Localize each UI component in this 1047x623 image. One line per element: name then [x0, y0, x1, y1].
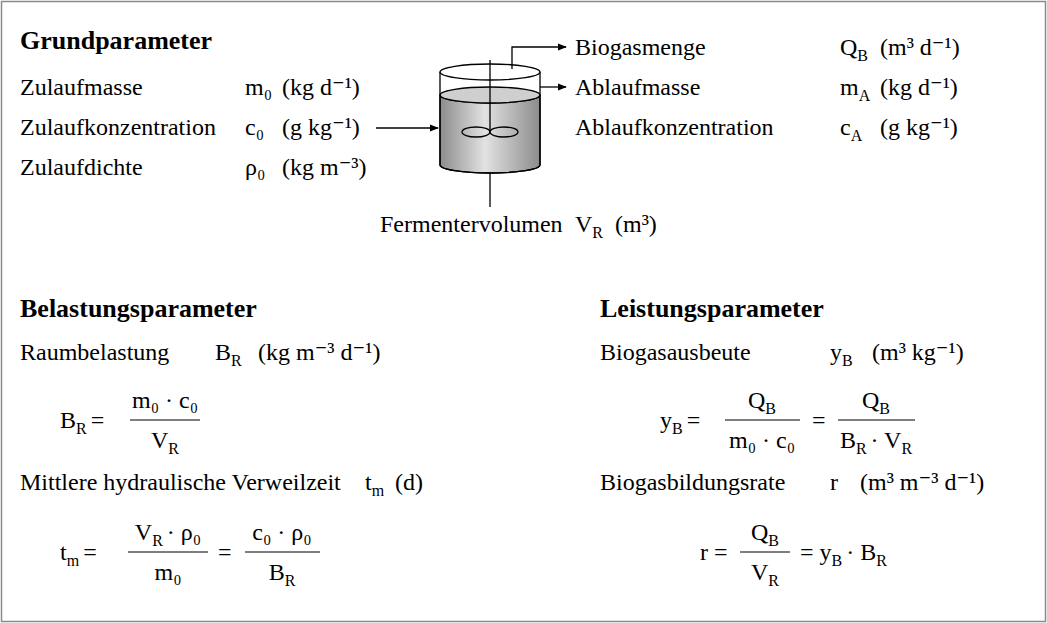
section-heading: Leistungsparameter — [600, 296, 824, 322]
subscript: B — [768, 533, 779, 549]
section-heading: Belastungsparameter — [20, 296, 257, 322]
label-text: r — [700, 540, 708, 564]
section-heading: Grundparameter — [20, 28, 212, 54]
label-text: = — [91, 408, 105, 432]
label-text: Zulaufdichte — [20, 155, 143, 179]
label-text: Q — [748, 388, 765, 412]
label-text: = — [812, 408, 826, 432]
label-text: = — [83, 540, 97, 564]
label-text: m₀ — [154, 560, 181, 584]
label-text: · ρ₀ — [167, 520, 201, 544]
label-text: V — [575, 212, 592, 236]
label-text: m₀ · c₀ — [132, 388, 198, 412]
fermenter-illustration — [376, 47, 566, 207]
subscript: m — [372, 483, 384, 499]
label-text: c — [840, 115, 851, 139]
subscript: R — [168, 441, 179, 457]
label-text: Zulaufkonzentration — [20, 115, 216, 139]
label-text: Ablaufmasse — [575, 75, 700, 99]
label-text: V — [135, 520, 152, 544]
label-text: B — [60, 408, 76, 432]
label-text: c₀ — [245, 115, 264, 139]
label-text: t — [60, 540, 67, 564]
label-text: Biogasbildungsrate — [600, 470, 785, 494]
subscript: A — [859, 88, 871, 104]
label-text: y — [660, 408, 672, 432]
label-text: B — [215, 340, 231, 364]
label-text: V — [151, 428, 168, 452]
label-text: (d) — [395, 470, 423, 494]
label-text: Raumbelastung — [20, 340, 169, 364]
subscript: B — [672, 421, 683, 437]
subscript: B — [857, 48, 868, 64]
subscript: A — [851, 128, 863, 144]
label-text: = — [800, 540, 814, 564]
label-text: y — [830, 340, 842, 364]
label-text: Q — [840, 35, 857, 59]
label-text: · B — [846, 540, 876, 564]
label-text: = — [714, 540, 728, 564]
subscript: B — [765, 401, 776, 417]
label-text: m — [840, 75, 859, 99]
label-text: (g kg⁻¹) — [880, 115, 958, 139]
label-text: r — [830, 470, 838, 494]
label-text: Q — [751, 520, 768, 544]
label-text: Biogasmenge — [575, 35, 706, 59]
label-text: (kg m⁻³) — [282, 155, 367, 179]
label-text: (kg d⁻¹) — [880, 75, 958, 99]
label-text: · V — [871, 428, 902, 452]
subscript: m — [67, 553, 79, 569]
label-text: Ablaufkonzentration — [575, 115, 774, 139]
label-text: B — [269, 560, 285, 584]
label-text: Biogasausbeute — [600, 340, 751, 364]
label-text: y — [820, 540, 832, 564]
label-text: m₀ · c₀ — [729, 428, 795, 452]
subscript: R — [285, 573, 296, 589]
label-text: Fermentervolumen — [380, 212, 563, 236]
label-text: t — [365, 470, 372, 494]
label-text: Q — [862, 388, 879, 412]
subscript: B — [842, 353, 853, 369]
label-text: (kg m⁻³ d⁻¹) — [258, 340, 380, 364]
label-text: (g kg⁻¹) — [282, 115, 360, 139]
label-text: m₀ — [245, 75, 272, 99]
label-text: (m³) — [615, 212, 657, 236]
label-text: = — [687, 408, 701, 432]
label-text: V — [751, 560, 768, 584]
subscript: R — [876, 553, 887, 569]
subscript: R — [768, 573, 779, 589]
label-text: (m³ d⁻¹) — [880, 35, 960, 59]
label-text: (m³ m⁻³ d⁻¹) — [860, 470, 984, 494]
subscript: B — [879, 401, 890, 417]
label-text: (kg d⁻¹) — [282, 75, 360, 99]
label-text: Mittlere hydraulische Verweilzeit — [20, 470, 341, 494]
subscript: R — [901, 441, 912, 457]
label-text: c₀ · ρ₀ — [252, 520, 311, 544]
label-text: Zulaufmasse — [20, 75, 143, 99]
label-text: B — [840, 428, 856, 452]
subscript: R — [231, 353, 242, 369]
label-text: ρ₀ — [245, 155, 265, 179]
subscript: R — [76, 421, 87, 437]
subscript: R — [856, 441, 867, 457]
label-text: (m³ kg⁻¹) — [872, 340, 964, 364]
label-text: = — [218, 540, 232, 564]
subscript: B — [832, 553, 843, 569]
subscript: R — [152, 533, 163, 549]
subscript: R — [592, 225, 603, 241]
